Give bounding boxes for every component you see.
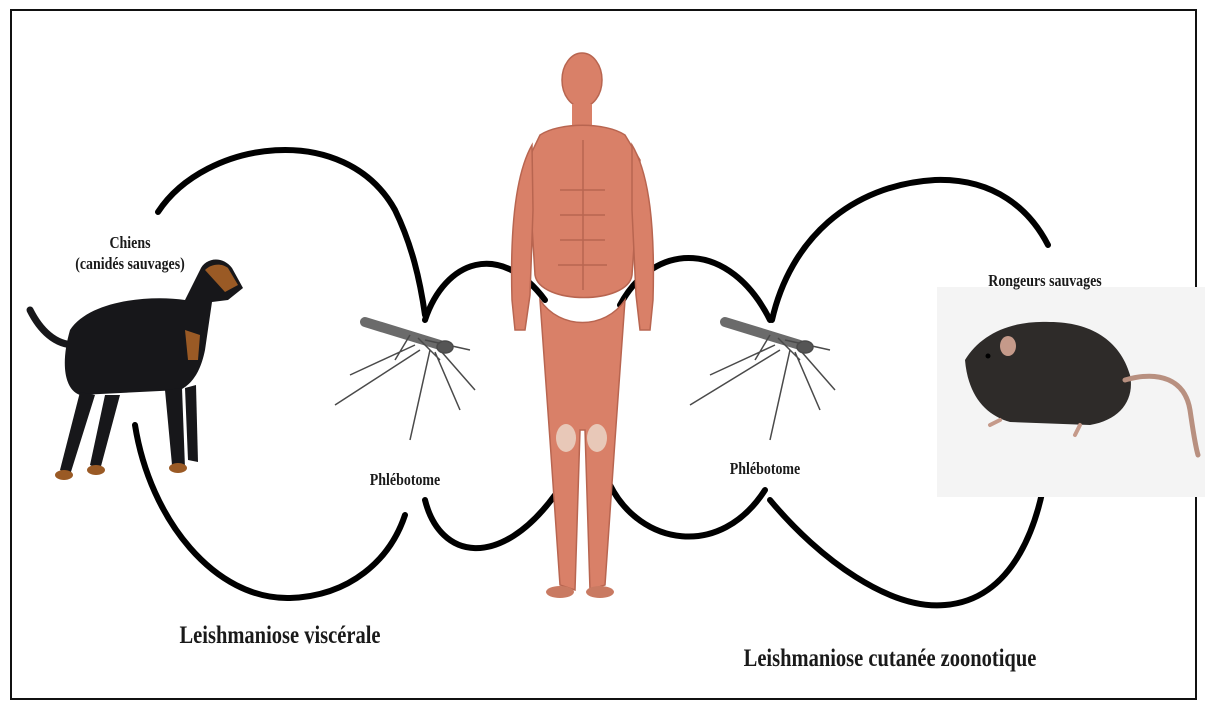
left-inner-arc-bottom (425, 495, 555, 548)
vector-right-label: Phlébotome (720, 458, 810, 479)
cutaneous-cycle-label: Leishmaniose cutanée zoonotique (742, 645, 1037, 673)
sandfly-left-icon (335, 322, 475, 440)
rodents-label: Rongeurs sauvages (971, 270, 1119, 291)
dogs-qualifier: (canidés sauvages) (73, 253, 188, 274)
vector-left-label: Phlébotome (360, 469, 450, 490)
dogs-label: Chiens (canidés sauvages) (73, 232, 188, 274)
dogs-name: Chiens (73, 232, 188, 253)
visceral-cycle-label: Leishmaniose viscérale (161, 622, 399, 650)
sandfly-right-icon (690, 322, 835, 440)
right-inner-arc-bottom (610, 485, 765, 537)
rat-icon (937, 287, 1205, 497)
